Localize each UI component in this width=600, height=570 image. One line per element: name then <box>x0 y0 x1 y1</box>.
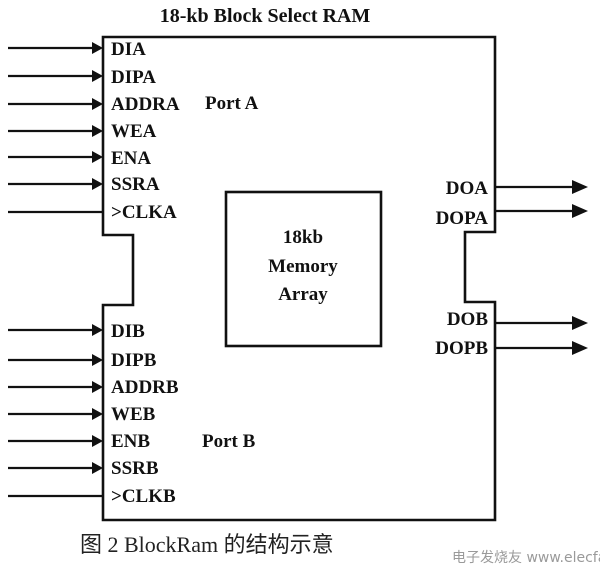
watermark-text: 电子发烧友 www.elecfans.com <box>452 550 600 566</box>
pin-ssrb: SSRB <box>111 458 159 479</box>
arrowhead-web <box>92 408 103 420</box>
pin-enb: ENB <box>111 431 150 452</box>
memory-label-line3: Array <box>278 284 328 305</box>
pin-dipa: DIPA <box>111 67 156 88</box>
figure-caption: 图 2 BlockRam 的结构示意 <box>80 532 334 557</box>
memory-label-line1: 18kb <box>283 227 323 248</box>
arrowhead-dopa <box>572 204 588 218</box>
arrowhead-dopb <box>572 341 588 355</box>
port-b-input-arrows <box>8 324 103 498</box>
pin-dob: DOB <box>447 309 489 330</box>
pin-dopa: DOPA <box>436 208 489 229</box>
pin-dopb: DOPB <box>435 338 488 359</box>
arrowhead-addra <box>92 98 103 110</box>
block-outline <box>101 35 497 522</box>
memory-array-box <box>224 190 383 348</box>
pin-addra: ADDRA <box>111 94 180 115</box>
arrowhead-dob <box>572 316 588 330</box>
pin-doa: DOA <box>446 178 489 199</box>
port-b-label: Port B <box>202 431 256 452</box>
pin-wea: WEA <box>111 121 157 142</box>
arrowhead-ssra <box>92 178 103 190</box>
arrowhead-dipb <box>92 354 103 366</box>
arrowhead-doa <box>572 180 588 194</box>
arrowhead-dipa <box>92 70 103 82</box>
memory-label-line2: Memory <box>268 256 338 277</box>
pin-dipb: DIPB <box>111 350 157 371</box>
arrowhead-dib <box>92 324 103 336</box>
arrowhead-addrb <box>92 381 103 393</box>
arrowhead-enb <box>92 435 103 447</box>
arrowhead-ena <box>92 151 103 163</box>
output-arrows <box>495 180 588 355</box>
port-a-label: Port A <box>205 93 259 114</box>
arrowhead-ssrb <box>92 462 103 474</box>
arrowhead-dia <box>92 42 103 54</box>
arrowhead-wea <box>92 125 103 137</box>
pin-dia: DIA <box>111 39 146 60</box>
diagram-title: 18-kb Block Select RAM <box>160 5 371 27</box>
port-a-input-arrows <box>8 42 103 214</box>
pin-clkb: >CLKB <box>111 486 176 507</box>
pin-ssra: SSRA <box>111 174 160 195</box>
pin-addrb: ADDRB <box>111 377 179 398</box>
pin-ena: ENA <box>111 148 151 169</box>
pin-clka: >CLKA <box>111 202 177 223</box>
pin-dib: DIB <box>111 321 145 342</box>
pin-web: WEB <box>111 404 156 425</box>
